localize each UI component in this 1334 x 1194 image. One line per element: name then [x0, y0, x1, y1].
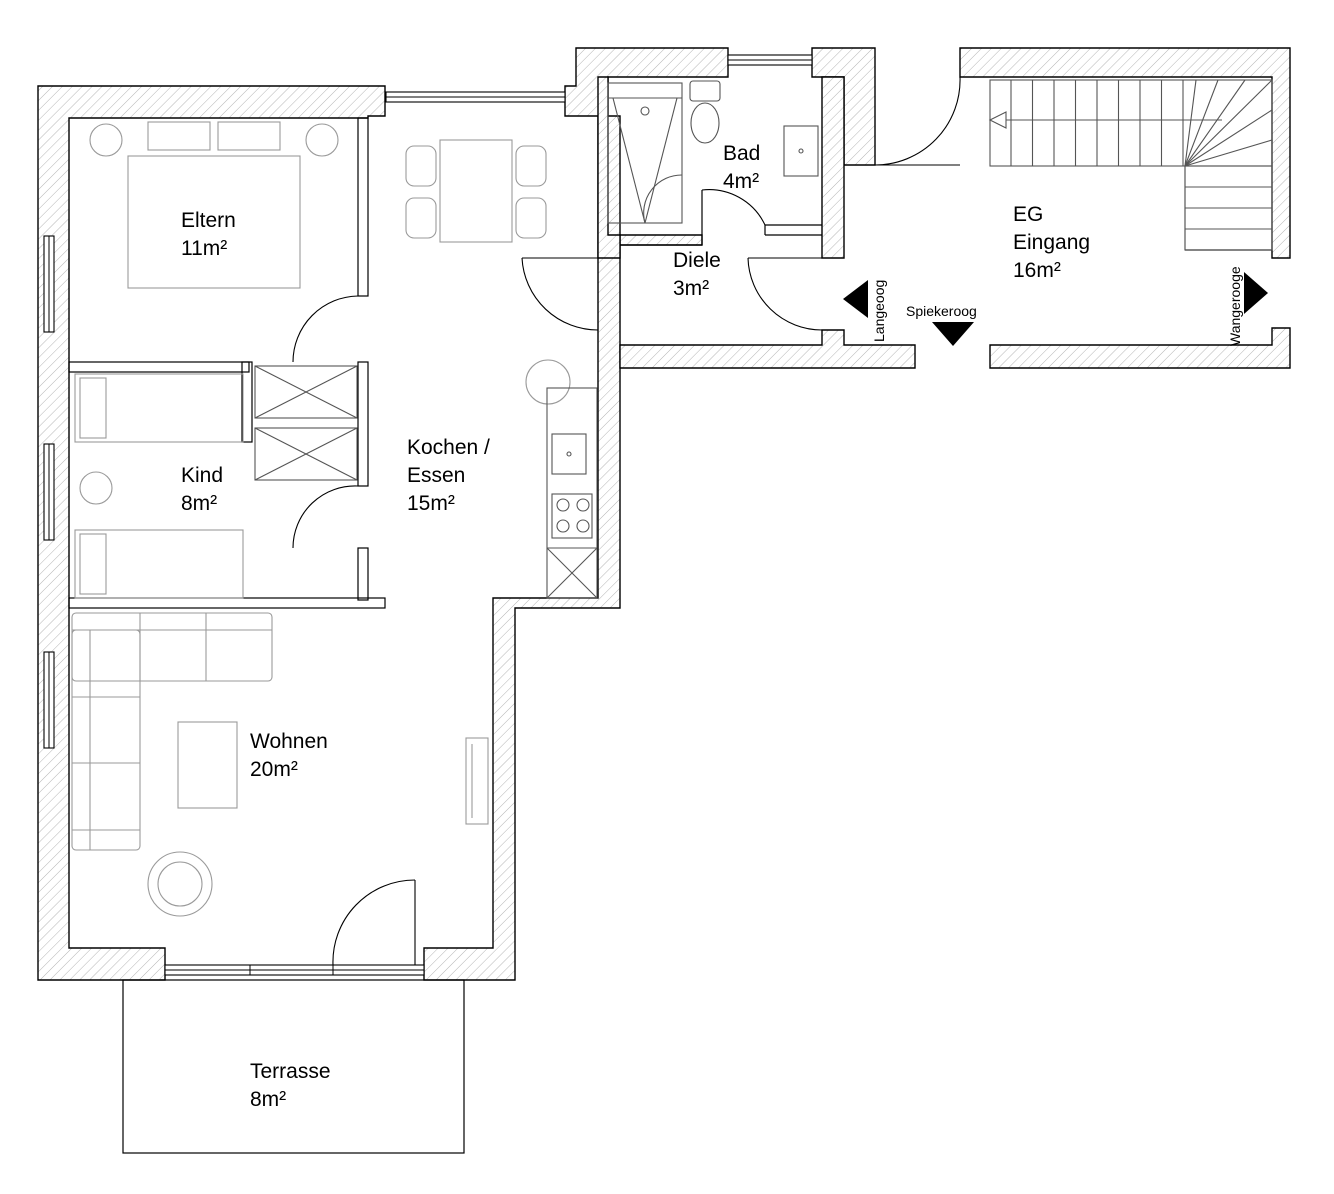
wardrobe [254, 365, 358, 481]
direction-label-spiekeroog: Spiekeroog [906, 303, 977, 319]
walls [37, 47, 1291, 981]
room-name-kind: Kind [181, 464, 223, 487]
wall-entrance-bottom-right [989, 327, 1291, 369]
room-name-bad: Bad [723, 142, 760, 165]
kitchen-counter [525, 359, 598, 599]
room-name-eltern: Eltern [181, 209, 236, 232]
wall-diele-top [619, 234, 703, 246]
room-labels: Eltern 11m² Kind 8m² Kochen / Essen 15m²… [181, 142, 1090, 1111]
room-area-bad: 4m² [723, 170, 759, 193]
direction-label-wangerooge: Wangerooge [1227, 266, 1243, 346]
room-name-essen: Essen [407, 464, 465, 487]
windows [43, 54, 813, 976]
room-area-kochen: 15m² [407, 492, 455, 515]
coffee-table [177, 721, 238, 809]
direction-label-langeoog: Langeoog [871, 280, 887, 342]
wall-corridor-bottom [619, 329, 916, 369]
bath-fixtures [607, 80, 819, 224]
room-name-terrasse: Terrasse [250, 1060, 331, 1083]
direction-arrow-east [1244, 272, 1268, 314]
room-area-wohnen: 20m² [250, 758, 298, 781]
room-area-terrasse: 8m² [250, 1088, 286, 1111]
stairs [988, 79, 1273, 251]
room-area-diele: 3m² [673, 277, 709, 300]
room-name-wohnen: Wohnen [250, 730, 328, 753]
armchair [147, 851, 213, 917]
sideboard [465, 737, 489, 825]
stair-winder [1184, 79, 1246, 167]
room-name-kochen: Kochen / [407, 436, 490, 459]
stair-winder [1184, 79, 1219, 167]
direction-markers: Langeoog Spiekeroog Wangerooge [843, 266, 1268, 346]
kids-beds [74, 373, 244, 599]
furniture [71, 79, 1273, 917]
wall-bath-east [821, 76, 845, 259]
direction-arrow-south [932, 322, 974, 346]
room-name-eg: EG [1013, 203, 1043, 226]
room-name-eingang: Eingang [1013, 231, 1090, 254]
double-bed [89, 121, 339, 289]
wall-kitchen-top [564, 47, 729, 117]
stair-winder [1184, 79, 1197, 167]
room-area-eltern: 11m² [181, 237, 227, 260]
direction-arrow-west [843, 280, 868, 318]
doors [292, 76, 961, 966]
stair-winder [1184, 109, 1273, 167]
room-name-diele: Diele [673, 249, 721, 272]
sofa [71, 612, 273, 851]
stair-winder [1184, 139, 1273, 167]
room-area-kind: 8m² [181, 492, 217, 515]
interior-walls [68, 117, 1272, 1154]
dining-table [405, 139, 547, 243]
room-area-eingang: 16m² [1013, 259, 1061, 282]
